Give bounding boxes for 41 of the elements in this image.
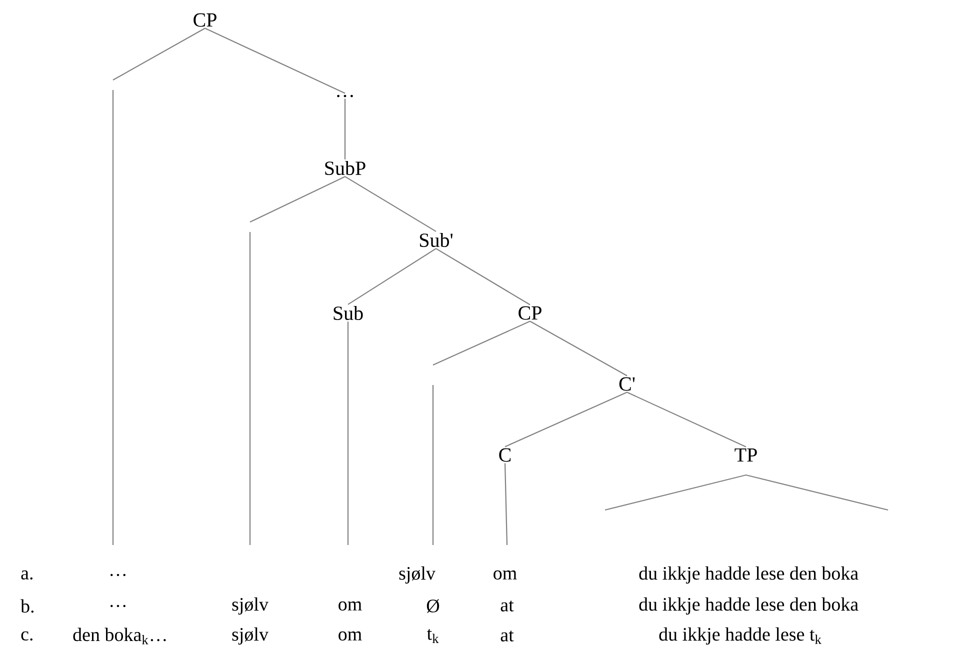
tree-label: SubP [325,160,366,176]
row-text: den boka$_{k}$… [73,628,166,644]
row-text: t$_{k}$ [426,629,439,643]
tree-label: CP [194,13,216,27]
tree-branch [504,392,628,448]
row-text: om [338,601,362,611]
row-text: b. [20,599,34,613]
tree-branch [250,176,346,222]
tree-branch [344,176,436,232]
tree-branch [626,392,746,448]
tree-label: TP [734,448,757,462]
tree-branch [348,248,436,305]
tree-branch [530,320,628,376]
row-text: at [500,600,514,612]
tree-label: Sub' [420,232,453,248]
tree-branch [432,320,530,366]
tree-label: C' [619,377,635,391]
tree-branch [504,463,508,546]
tree-branch [347,322,349,545]
row-text: sjølv [232,597,268,615]
row-text: c. [21,631,32,641]
row-text: … [110,574,126,576]
tree-label: CP [518,306,542,320]
tree-branch [344,98,346,160]
tree-branch [436,248,530,306]
tree-label: Sub [334,306,363,320]
row-text: du ikkje hadde lese den boka [639,597,858,615]
row-text: Ø [426,599,440,613]
tree-label: C [499,448,511,462]
row-text: du ikkje hadde lese t$_{k}$ [659,627,822,645]
tree-branch [112,28,206,80]
row-text: sjølv [399,566,436,584]
row-text: du ikkje hadde lese den boka [639,566,858,584]
tree-branch [204,28,346,94]
row-text: om [494,570,517,580]
row-text: a. [21,570,32,580]
row-text: sjølv [232,627,268,645]
row-text: … [110,604,126,608]
row-text: om [338,631,362,641]
row-text: at [500,630,514,642]
tree-label: … [337,94,353,98]
